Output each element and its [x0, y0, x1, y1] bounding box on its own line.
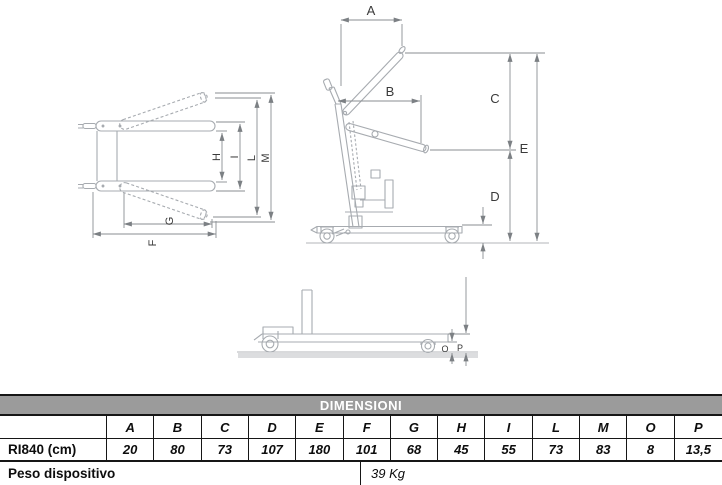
value-cell: 73: [532, 439, 581, 462]
weight-label: Peso dispositivo: [0, 462, 361, 485]
value-cell: 68: [390, 439, 439, 462]
col-header: M: [580, 416, 628, 439]
weight-value: 39 Kg: [371, 466, 405, 481]
value-cell: 20: [107, 439, 155, 462]
value-cell: 101: [343, 439, 391, 462]
value-cell: 13,5: [674, 439, 722, 462]
value-cell: 180: [296, 439, 344, 462]
dim-label-d: D: [490, 189, 499, 204]
value-cell: 107: [248, 439, 297, 462]
base-view-drawing: [237, 289, 478, 358]
technical-drawing: A B C D E H I L M G F O P: [78, 3, 549, 366]
table-values-row: RI840 (cm) 20 80 73 107 180 101 68 45 55…: [0, 439, 722, 462]
col-header: I: [485, 416, 533, 439]
col-header: H: [438, 416, 486, 439]
dim-label-l: L: [246, 155, 258, 161]
value-cell: 45: [438, 439, 486, 462]
col-header: C: [201, 416, 249, 439]
col-header: E: [296, 416, 344, 439]
dim-label-o: O: [441, 344, 448, 354]
col-header: A: [107, 416, 155, 439]
dim-label-i: I: [229, 155, 241, 158]
col-header: G: [390, 416, 439, 439]
dim-label-b: B: [386, 84, 395, 99]
top-view-drawing: [78, 92, 216, 220]
value-cell: 83: [580, 439, 628, 462]
table-column-headers: A B C D E F G H I L M O P: [0, 416, 722, 439]
col-header: L: [532, 416, 581, 439]
row-header: RI840 (cm): [0, 439, 107, 462]
corner-cell: [0, 416, 107, 439]
dim-label-m: M: [260, 153, 272, 162]
dim-label-a: A: [367, 3, 376, 18]
col-header: D: [248, 416, 297, 439]
dimension-lines: [92, 17, 545, 366]
value-cell: 8: [627, 439, 675, 462]
dim-label-f: F: [147, 239, 159, 246]
dim-label-h: H: [211, 153, 223, 161]
value-cell: 73: [201, 439, 249, 462]
col-header: O: [627, 416, 675, 439]
device-weight-row: Peso dispositivo 39 Kg: [0, 462, 722, 485]
value-cell: 55: [485, 439, 533, 462]
dim-label-c: C: [490, 91, 499, 106]
value-cell: 80: [154, 439, 202, 462]
col-header: B: [154, 416, 202, 439]
dim-label-p: P: [457, 343, 463, 353]
side-view-drawing: [306, 46, 549, 244]
table-title: DIMENSIONI: [0, 394, 722, 416]
col-header: F: [343, 416, 391, 439]
col-header: P: [674, 416, 722, 439]
dim-label-g: G: [164, 217, 176, 226]
dim-label-e: E: [520, 141, 529, 156]
dimensions-table: DIMENSIONI A B C D E F G H I L M O P RI8…: [0, 394, 722, 485]
